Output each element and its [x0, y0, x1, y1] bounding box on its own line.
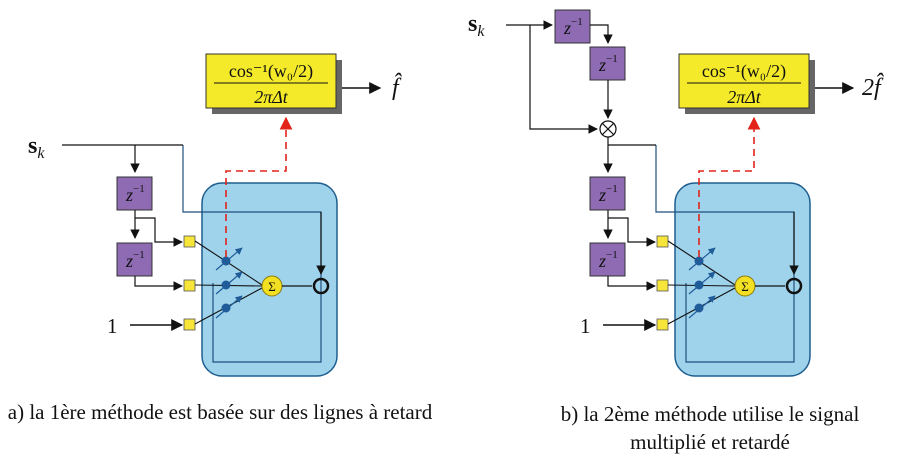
delay-label-a2: z−1 — [125, 249, 145, 271]
caption-b-line2: multiplié et retardé — [630, 430, 790, 454]
svg-text:z−1: z−1 — [598, 183, 618, 205]
input-label-b: sk — [468, 11, 485, 40]
weight-node-a3 — [221, 303, 231, 313]
open-circle-icon — [312, 277, 330, 295]
formula-denominator-a: 2πΔt — [254, 87, 289, 107]
weight-square-b1 — [656, 235, 669, 248]
bias-label-b: 1 — [580, 314, 591, 338]
input-bypass-b — [529, 25, 598, 134]
tap-line-a1 — [135, 217, 183, 247]
output-label-a: f̂ — [392, 73, 402, 101]
caption-b: b) la 2ème méthode utilise le signal mul… — [500, 400, 899, 456]
delay-label-a1: z−1 — [125, 183, 145, 205]
tap-line-a2 — [134, 276, 183, 291]
delay-block-b1 — [589, 46, 626, 81]
caption-a: a) la 1ère méthode est basée sur des lig… — [7, 400, 433, 424]
dashed-red-a — [225, 116, 293, 257]
svg-text:z−1: z−1 — [598, 53, 618, 75]
svg-text:z−1: z−1 — [598, 249, 618, 271]
svg-text:Σ: Σ — [268, 279, 276, 294]
caption-b-line1: b) la 2ème méthode utilise le signal — [560, 402, 860, 426]
formula-box-b — [678, 53, 810, 109]
open-circle-icon — [785, 277, 803, 295]
formula-denominator-b: 2πΔt — [727, 87, 762, 107]
weight-square-a2 — [183, 279, 196, 292]
delay-block-a1 — [116, 176, 153, 211]
weight-node-b3 — [694, 303, 704, 313]
weight-square-b3 — [656, 318, 669, 331]
diagram-a: cos⁻¹(w₀/2) 2πΔt f̂ sk z−1 z−1 1 — [28, 53, 402, 377]
bias-label-a: 1 — [107, 314, 118, 338]
delay-block-b3 — [589, 242, 626, 277]
formula-box-a — [205, 53, 337, 109]
delay-block-a2 — [116, 242, 153, 277]
weight-square-a1 — [183, 235, 196, 248]
weight-square-a3 — [183, 318, 196, 331]
input-label-a: sk — [28, 133, 45, 162]
diagram-b: cos⁻¹(w₀/2) 2πΔt 2f̂ sk z−1 z−1 z−1 z−1 … — [468, 9, 884, 377]
feedback-line-a — [182, 145, 322, 363]
formula-numerator-a: cos⁻¹(w₀/2) — [229, 61, 313, 82]
formula-numerator-b: cos⁻¹(w₀/2) — [702, 61, 786, 82]
delay-block-b2 — [589, 176, 626, 211]
svg-text:Σ: Σ — [741, 279, 749, 294]
delay-block-b0 — [554, 9, 591, 44]
output-label-b: 2f̂ — [862, 73, 884, 101]
dashed-red-b — [698, 116, 761, 257]
feedback-line-b — [655, 145, 795, 363]
svg-text:z−1: z−1 — [563, 16, 583, 38]
weight-square-b2 — [656, 279, 669, 292]
